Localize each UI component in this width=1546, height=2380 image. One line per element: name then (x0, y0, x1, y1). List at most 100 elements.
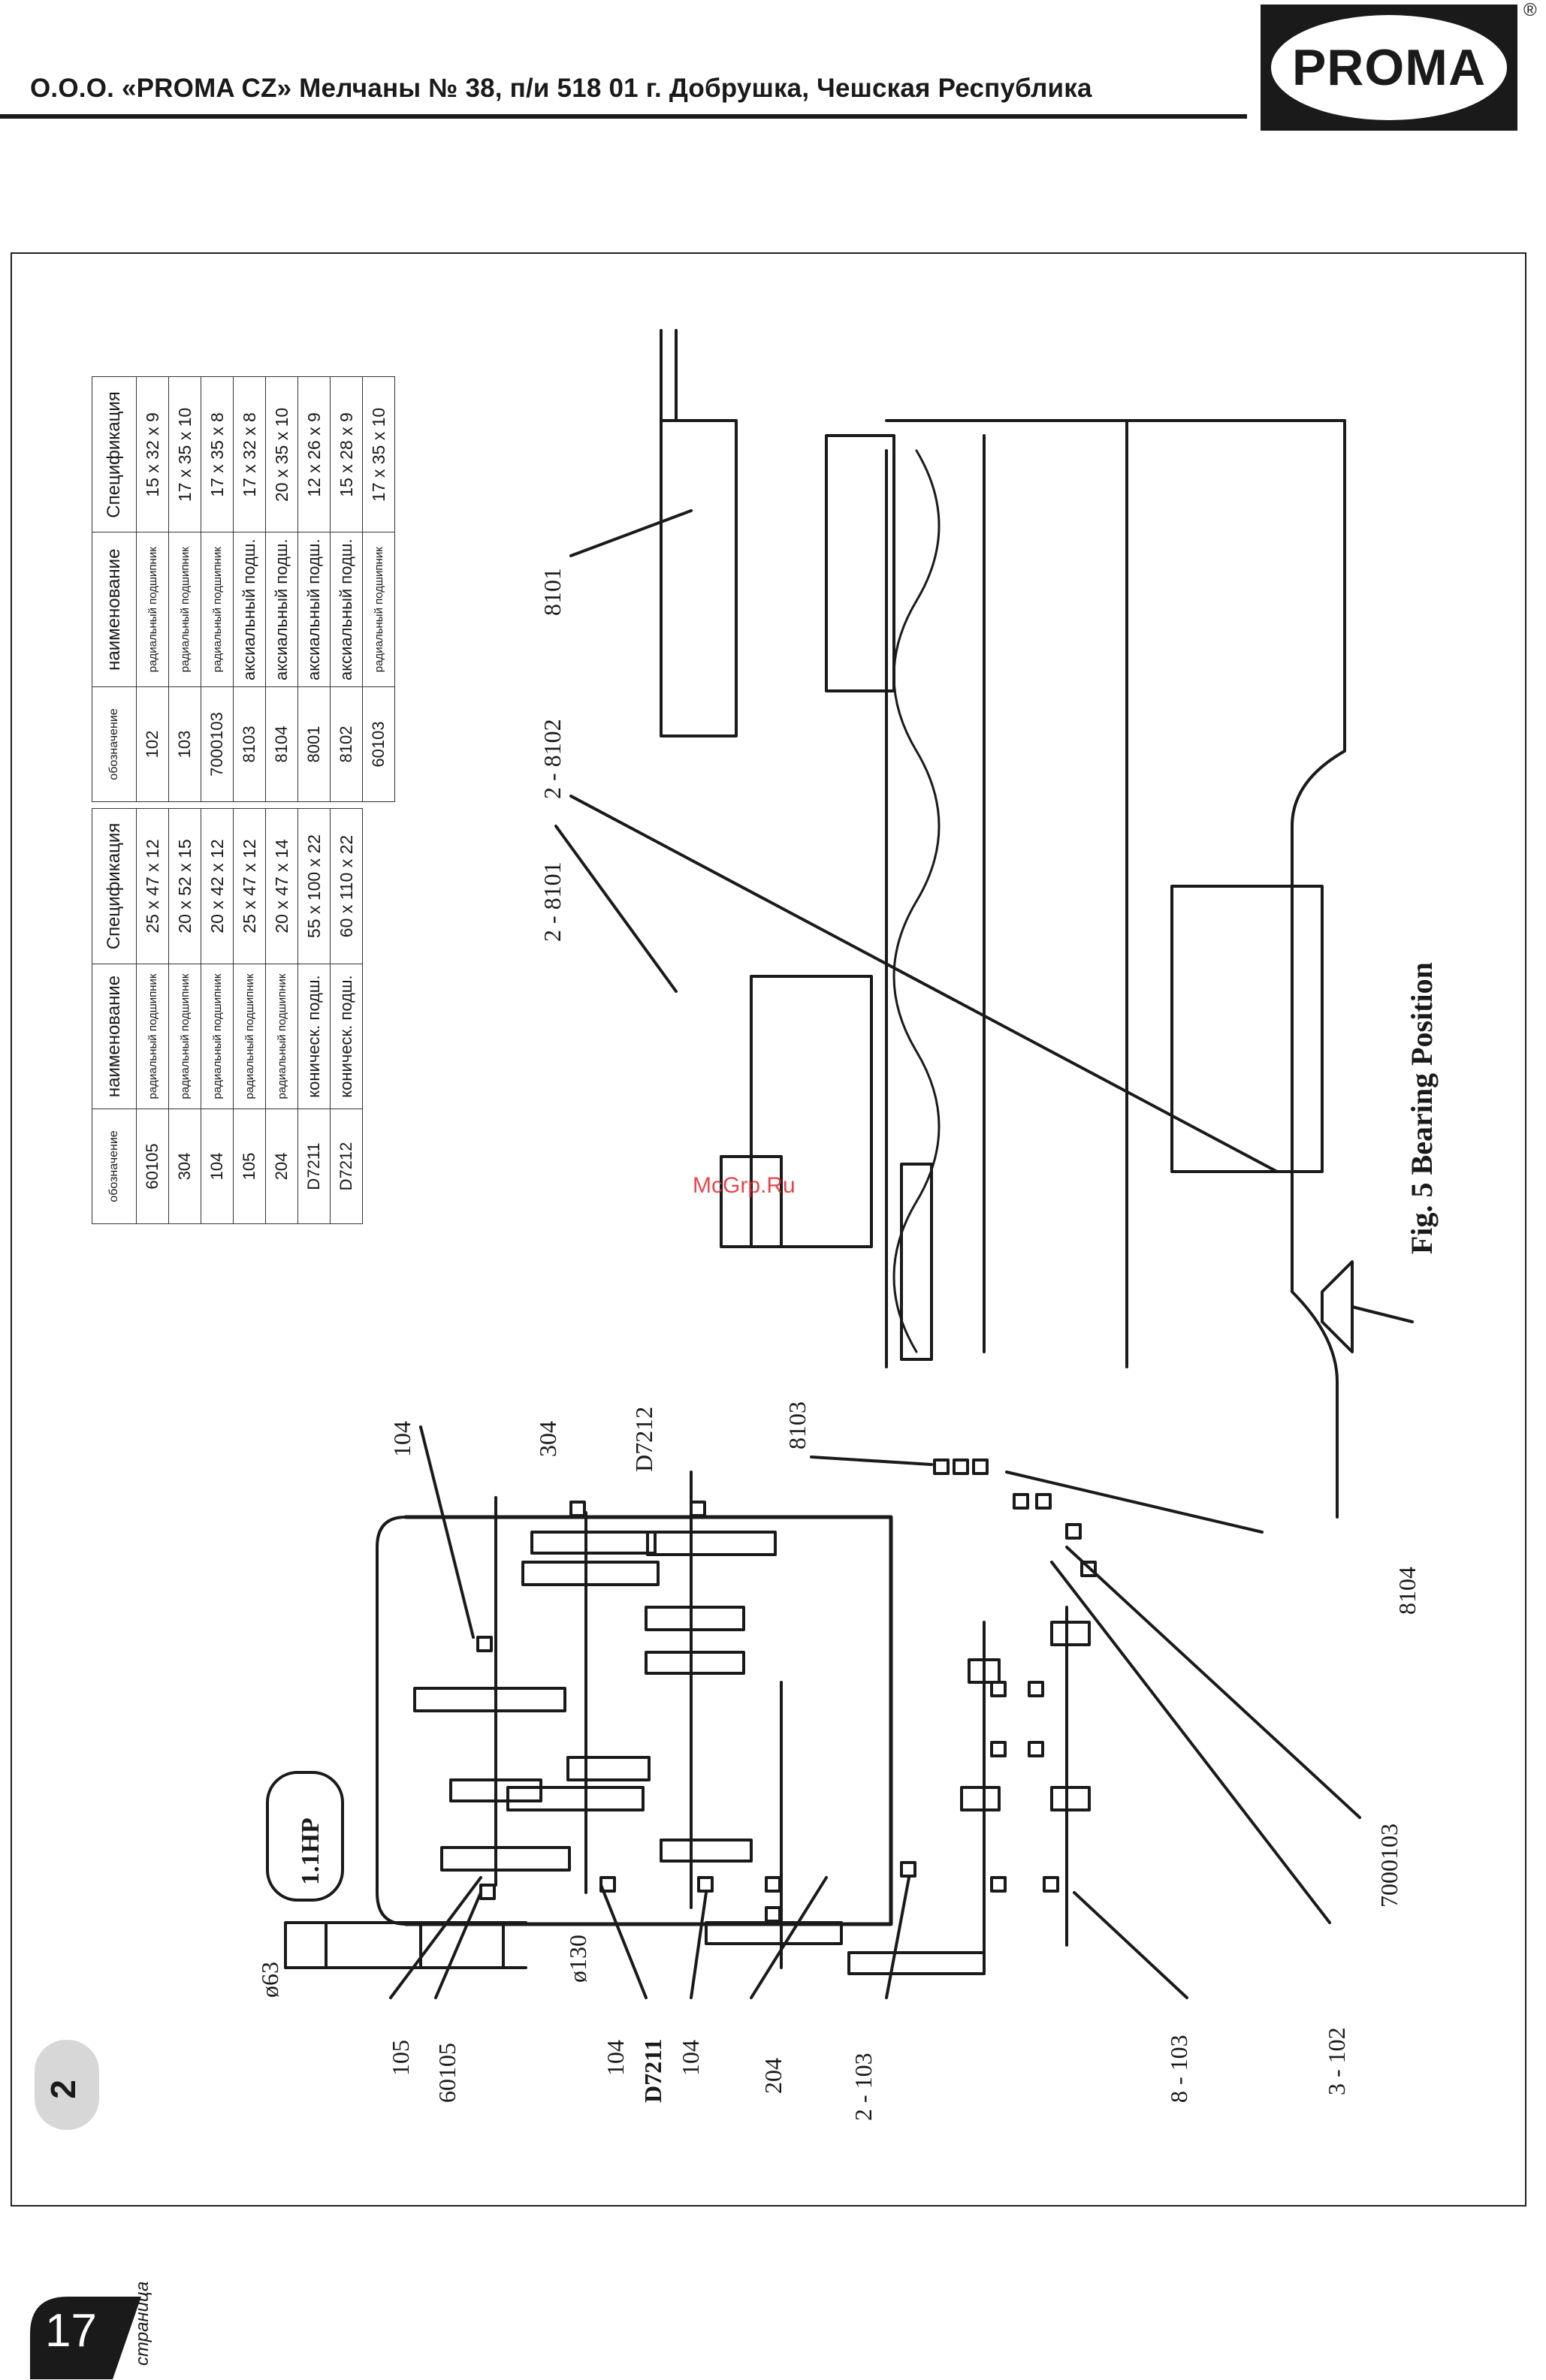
proma-logo: PROMA (1261, 5, 1517, 131)
gear (660, 1839, 753, 1863)
label-304: 304 (534, 1421, 561, 1457)
page-number: 17 (45, 2305, 97, 2357)
gear (530, 1531, 657, 1555)
bearing-square (476, 1636, 493, 1652)
label-60105: 60105 (433, 2043, 460, 2103)
leader-line (554, 825, 678, 993)
bearing-square (765, 1876, 781, 1893)
page-number-badge (30, 2297, 141, 2379)
tailstock-base (825, 434, 895, 692)
leader-line (1050, 1561, 1331, 1924)
label-104-lower: 104 (677, 2040, 704, 2076)
label-d7211: D7211 (639, 2039, 666, 2103)
tool-post (720, 1155, 783, 1248)
label-104-top: 104 (388, 1421, 415, 1457)
gear (646, 1531, 777, 1556)
lathe-bed (885, 419, 1346, 1519)
leader-line (885, 1876, 910, 1999)
headstock-outline (403, 1515, 893, 1926)
apron (1170, 885, 1324, 1173)
leader-line (1073, 1891, 1188, 1999)
label-2-103: 2 - 103 (850, 2053, 877, 2121)
gear (566, 1756, 651, 1781)
gear (506, 1786, 645, 1811)
leader-line (750, 1876, 828, 1999)
label-8101: 8101 (539, 568, 566, 616)
logo-text: PROMA (1291, 39, 1487, 96)
label-105: 105 (387, 2040, 414, 2076)
label-d130: ø130 (564, 1935, 591, 1983)
gear (968, 1658, 1001, 1684)
leader-line (1065, 1546, 1361, 1819)
leader-line (599, 1884, 648, 1999)
gear (449, 1778, 542, 1802)
bearing-square (990, 1681, 1007, 1697)
leader-line (569, 795, 1279, 1173)
label-2-8102: 2 - 8102 (539, 719, 566, 799)
leader-line (569, 509, 693, 557)
bearing-square (990, 1876, 1007, 1893)
motor-pulley (284, 1921, 328, 1969)
bearing-square (990, 1741, 1007, 1757)
bearing-square (1028, 1681, 1044, 1697)
bed-wave (892, 449, 941, 1353)
main-pulley (419, 1921, 505, 1969)
bearing-square (972, 1458, 989, 1475)
bearing-square (690, 1501, 706, 1517)
watermark: McGrp.Ru (693, 1173, 796, 1198)
handwheel-handle (1351, 1305, 1414, 1323)
bearing-square (479, 1884, 496, 1900)
leader-line (419, 1425, 475, 1639)
gear (1050, 1786, 1091, 1811)
leader-line (810, 1455, 933, 1466)
motor-label: 1.1HP (297, 1817, 325, 1885)
gear (521, 1561, 660, 1586)
gear (645, 1606, 745, 1631)
leader-line (389, 1876, 482, 1999)
label-204: 204 (759, 2058, 787, 2094)
chapter-tab (35, 2040, 99, 2130)
rack (900, 1163, 933, 1361)
logo-oval: PROMA (1271, 15, 1507, 120)
gear (960, 1786, 1001, 1811)
label-8104: 8104 (1394, 1567, 1421, 1615)
figure-caption: Fig. 5 Bearing Position (1405, 962, 1439, 1254)
label-8-103: 8 - 103 (1165, 2035, 1192, 2103)
bearing-square (569, 1501, 586, 1517)
bearing-square (1028, 1741, 1044, 1757)
bearing-square (1065, 1523, 1082, 1540)
gear (413, 1687, 566, 1712)
carriage (750, 975, 873, 1248)
bearing-square (933, 1458, 950, 1475)
registered-mark: ® (1523, 0, 1537, 20)
headstock-top-edge (376, 1516, 407, 1926)
company-address-header: О.О.О. «PROMA CZ» Мелчаны № 38, п/и 518 … (30, 74, 1092, 103)
handwheel (1321, 1260, 1354, 1353)
label-3-102: 3 - 102 (1323, 2027, 1350, 2095)
label-2-8101: 2 - 8101 (539, 861, 566, 942)
bearing-square (1080, 1561, 1097, 1577)
content-frame (11, 252, 1526, 2207)
chapter-number: 2 (44, 2080, 83, 2099)
gear (440, 1846, 571, 1872)
label-8103: 8103 (784, 1401, 811, 1449)
label-7000103: 7000103 (1375, 1823, 1403, 1908)
bearing-square (900, 1861, 916, 1878)
gear (847, 1951, 986, 1975)
gear (1050, 1621, 1091, 1646)
gear (645, 1651, 745, 1675)
bearing-square (1043, 1876, 1059, 1893)
bearing-square (953, 1458, 969, 1475)
tailstock (660, 419, 738, 738)
leader-line (690, 1891, 708, 1999)
leader-line (434, 1891, 482, 1999)
header-rule (0, 114, 1247, 119)
bearing-square (697, 1876, 714, 1893)
bearing-square (1013, 1493, 1029, 1510)
motor (266, 1771, 344, 1902)
bearing-square (1035, 1493, 1052, 1510)
leader-line (1005, 1471, 1264, 1534)
label-d63: ø63 (256, 1962, 283, 1998)
page-label: страница (132, 2281, 152, 2366)
